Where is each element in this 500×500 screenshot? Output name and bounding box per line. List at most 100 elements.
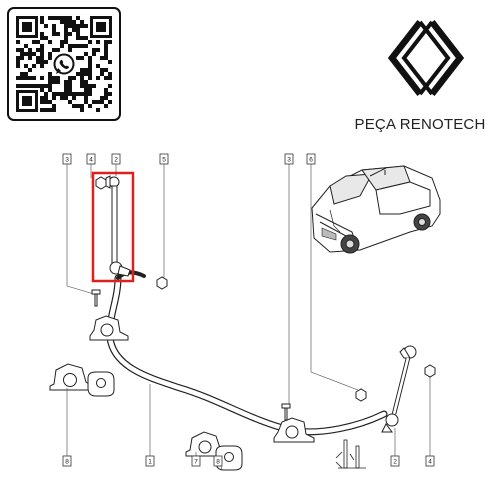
qr-module (68, 84, 72, 88)
qr-module (72, 44, 76, 48)
qr-module (92, 52, 96, 56)
qr-module (40, 100, 44, 104)
qr-module (96, 48, 100, 52)
qr-module (68, 88, 72, 92)
qr-module (60, 40, 64, 44)
qr-module (36, 40, 40, 44)
qr-module (84, 44, 88, 48)
nut-icon (95, 176, 436, 402)
qr-module (24, 76, 28, 80)
callout-label: 7 (194, 459, 198, 466)
qr-module (84, 96, 88, 100)
qr-module (48, 80, 52, 84)
qr-module (68, 76, 72, 80)
qr-module (36, 48, 40, 52)
qr-module (68, 80, 72, 84)
qr-module (104, 48, 108, 52)
qr-module (92, 48, 96, 52)
whatsapp-icon (51, 51, 77, 77)
qr-module (72, 104, 76, 108)
qr-module (60, 20, 64, 24)
qr-module (84, 100, 88, 104)
qr-module (48, 52, 52, 56)
qr-module (44, 60, 48, 64)
qr-module (40, 56, 44, 60)
qr-module (56, 16, 60, 20)
qr-module (52, 76, 56, 80)
qr-module (20, 72, 24, 76)
qr-module (32, 84, 36, 88)
stabilizer-link-right (381, 345, 417, 433)
qr-module (24, 84, 28, 88)
qr-module (88, 88, 92, 92)
qr-module (76, 92, 80, 96)
qr-module (80, 92, 84, 96)
qr-module (108, 100, 112, 104)
qr-module (64, 36, 68, 40)
qr-module (108, 60, 112, 64)
qr-module (72, 28, 76, 32)
rubber-bushing (87, 371, 243, 471)
qr-module (52, 92, 56, 96)
qr-module (72, 24, 76, 28)
qr-module (36, 84, 40, 88)
qr-module (16, 76, 20, 80)
qr-module (64, 32, 68, 36)
qr-module (28, 84, 32, 88)
qr-module (48, 108, 52, 112)
qr-module (40, 96, 44, 100)
qr-module (64, 84, 68, 88)
qr-module (52, 104, 56, 108)
qr-module (72, 76, 76, 80)
qr-module (40, 60, 44, 64)
stabilizer-link-left (105, 175, 131, 277)
qr-module (100, 100, 104, 104)
qr-module (16, 56, 20, 60)
callout-label: 8 (65, 459, 69, 466)
qr-module (48, 56, 52, 60)
qr-module (64, 28, 68, 32)
qr-module (84, 88, 88, 92)
qr-module (40, 36, 44, 40)
qr-module (100, 68, 104, 72)
qr-module (40, 32, 44, 36)
qr-module (84, 84, 88, 88)
qr-module (72, 96, 76, 100)
anti-roll-bar (106, 270, 388, 436)
qr-module (88, 72, 92, 76)
qr-module (24, 44, 28, 48)
qr-module (52, 16, 56, 20)
qr-module (44, 108, 48, 112)
qr-module (20, 76, 24, 80)
qr-module (76, 24, 80, 28)
qr-module (88, 40, 92, 44)
qr-module (28, 48, 32, 52)
callout-label: 3 (65, 157, 69, 164)
qr-module (108, 72, 112, 76)
qr-module (52, 28, 56, 32)
callout-box (62, 153, 435, 467)
qr-module (40, 84, 44, 88)
qr-module (68, 44, 72, 48)
qr-module (28, 68, 32, 72)
qr-module (64, 80, 68, 84)
car-illustration (311, 165, 441, 254)
callout-label: 3 (287, 157, 291, 164)
qr-module (40, 16, 44, 20)
qr-module (64, 96, 68, 100)
qr-module (68, 48, 72, 52)
qr-module (76, 72, 80, 76)
qr-module (80, 44, 84, 48)
qr-module (32, 40, 36, 44)
qr-module (68, 100, 72, 104)
qr-module (28, 56, 32, 60)
qr-module (48, 84, 52, 88)
qr-module (84, 92, 88, 96)
qr-module (24, 64, 28, 68)
callout-label: 2 (393, 459, 397, 466)
qr-module (44, 36, 48, 40)
qr-module (80, 20, 84, 24)
qr-module (48, 16, 52, 20)
qr-module (64, 16, 68, 20)
